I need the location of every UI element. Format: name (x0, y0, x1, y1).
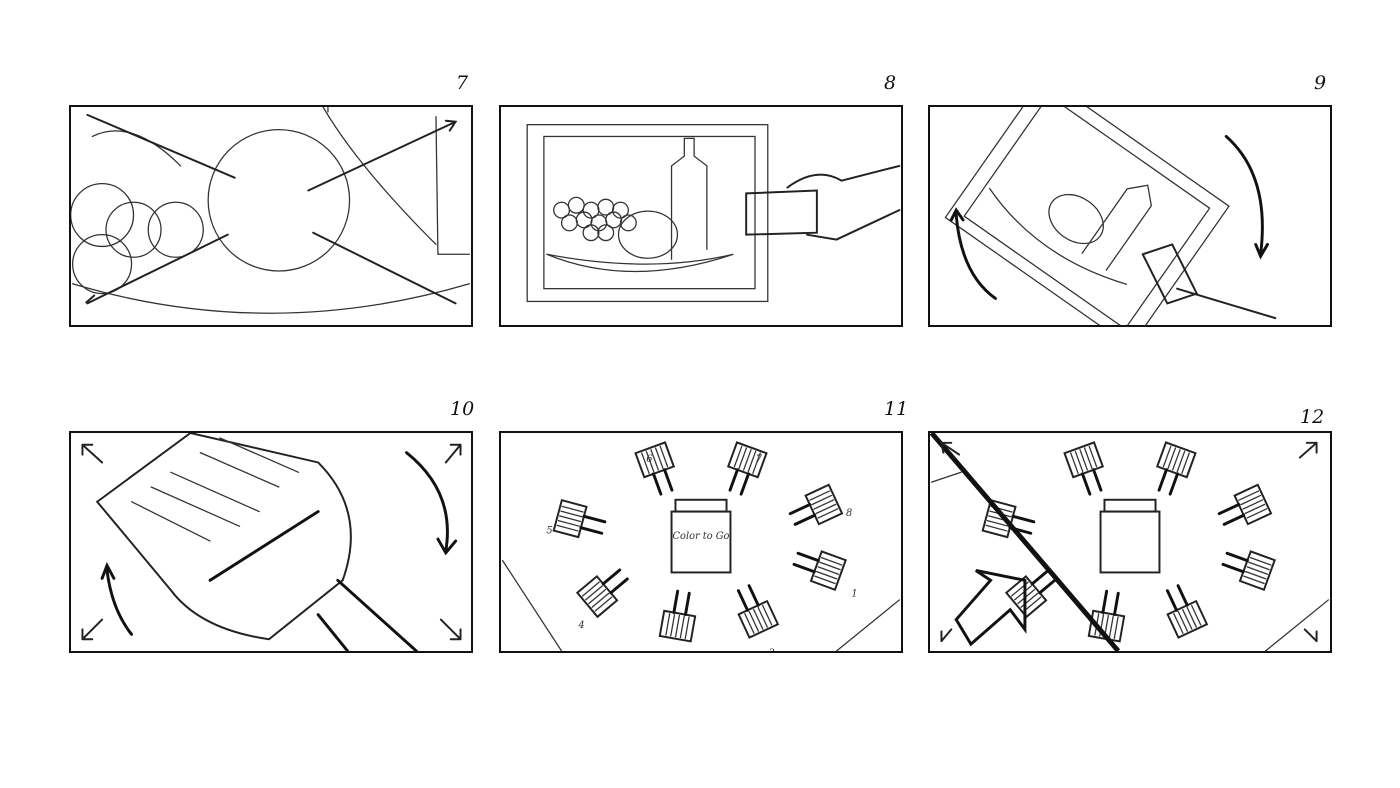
brush-order-label: 1 (851, 589, 857, 600)
grape-sketch (560, 214, 578, 232)
paintbrush-sketch (1155, 441, 1197, 496)
grape-sketch (597, 224, 615, 242)
paintbrush-sketch (792, 550, 847, 591)
panel-number: 11 (884, 398, 909, 420)
paintbrush-sketch (658, 589, 697, 643)
grape-sketch (567, 196, 585, 214)
paintbrush-sketch (575, 568, 629, 619)
paintbrush-sketch (1087, 589, 1126, 643)
sketch-brushes-around-jar: Color to Go 12345678 (502, 441, 900, 651)
panel-number: 10 (450, 398, 475, 420)
storyboard-panel-10 (69, 431, 473, 653)
jar-label: Color to Go (673, 531, 730, 542)
paintbrush-sketch (736, 584, 780, 639)
sketch-lemon-zoom (71, 107, 470, 314)
grape-sketch (619, 214, 637, 232)
paintbrush-sketch (788, 483, 844, 526)
sketch-brushes-wipe (930, 433, 1329, 651)
storyboard-panel-11: Color to Go 12345678 (499, 431, 903, 653)
sketch-still-life-painting (526, 124, 901, 303)
panel-number: 12 (1300, 406, 1325, 428)
storyboard-panel-8 (499, 105, 903, 327)
storyboard-panel-7 (69, 105, 473, 327)
storyboard-panel-9 (928, 105, 1332, 327)
brush-order-label: 2 (768, 648, 775, 651)
paintbrush-sketch (1165, 584, 1209, 639)
storyboard-panel-12 (928, 431, 1332, 653)
brush-order-label: 5 (546, 525, 552, 536)
brush-order-label: 6 (646, 454, 652, 465)
panel-number: 9 (1314, 72, 1327, 94)
brush-order-label: 7 (756, 454, 763, 465)
paintbrush-sketch (1221, 550, 1276, 591)
paintbrush-sketch (1217, 483, 1273, 526)
brush-order-label: 8 (846, 508, 852, 519)
paintbrush-sketch (634, 441, 676, 496)
paintbrush-sketch (726, 441, 768, 496)
panel-number: 8 (884, 72, 897, 94)
paintbrush-sketch (1004, 568, 1058, 619)
sketch-tilted-painting (944, 107, 1277, 325)
panel-number: 7 (456, 72, 469, 94)
sketch-brush-closeup (81, 433, 462, 651)
grape-sketch (611, 201, 629, 219)
brush-order-label: 4 (577, 620, 584, 631)
paintbrush-sketch (1063, 441, 1105, 496)
paintbrush-sketch (552, 498, 607, 539)
grape-sketch (582, 224, 600, 242)
